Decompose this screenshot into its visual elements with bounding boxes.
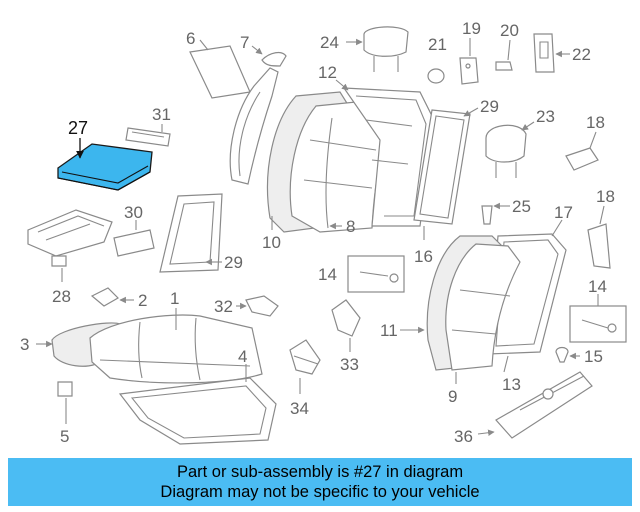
label-16: 16 [414,247,433,266]
label-26: 25 [512,197,531,216]
label-23: 22 [572,45,591,64]
part-29[interactable]: 29 [159,193,243,273]
label-15: 15 [584,347,603,366]
part-27-seat-heater-module[interactable]: 27 [57,118,153,191]
part-33[interactable]: 32 [214,295,279,317]
label-4: 4 [238,347,247,366]
part-4-seat-frame[interactable]: 4 [118,347,277,445]
banner-line-1: Part or sub-assembly is #27 in diagram [176,463,464,481]
label-17: 17 [554,203,573,222]
label-28: 28 [52,287,71,306]
part-34[interactable]: 33 [331,299,361,374]
part-21[interactable]: 20 [495,21,519,71]
part-15[interactable]: 15 [555,346,603,366]
label-5: 5 [60,427,69,446]
label-20: 19 [462,19,481,38]
banner-line-2: Diagram may not be specific to your vehi… [160,483,480,501]
part-20[interactable]: 19 [459,19,481,85]
label-9: 9 [448,387,457,406]
part-2[interactable]: 2 [90,287,147,310]
part-26[interactable]: 25 [481,197,531,225]
label-18: 18 [596,187,615,206]
part-25-headrest[interactable]: 24 [320,26,409,72]
part-trim-panel[interactable] [229,67,279,185]
label-6: 6 [186,29,195,48]
part-24-headrest[interactable]: 23 [485,107,555,178]
label-14-right: 14 [588,277,607,296]
label-7: 7 [240,33,249,52]
part-28[interactable]: 28 [27,209,113,306]
label-1: 1 [170,289,179,308]
part-5[interactable]: 5 [57,381,73,446]
label-19: 18 [586,113,605,132]
part-31[interactable]: 30 [113,203,155,257]
part-16[interactable]: 16 [414,226,433,266]
label-27: 27 [68,118,88,138]
part-12-backrest-frame-rear[interactable]: 12 [318,63,435,227]
label-3: 3 [20,335,29,354]
label-29: 29 [224,253,243,272]
part-30[interactable]: 29 [413,97,499,225]
label-36: 36 [454,427,473,446]
part-9-backrest[interactable]: 11 9 13 [380,235,521,406]
label-33: 32 [214,297,233,316]
part-19[interactable]: 18 [565,113,605,171]
label-32: 31 [152,105,171,124]
part-23[interactable]: 22 [533,33,591,73]
label-22: 21 [428,35,447,54]
part-14-left[interactable]: 14 [318,255,405,293]
label-11: 11 [380,321,398,340]
label-2: 2 [138,291,147,310]
label-8: 8 [346,217,355,236]
part-22[interactable]: 21 [427,35,447,84]
parts-diagram: 27 31 6 7 10 8 12 [20,19,627,446]
part-32[interactable]: 31 [125,105,171,147]
part-7[interactable]: 7 [240,33,287,67]
part-14-right[interactable]: 14 [569,277,627,343]
info-banner: Part or sub-assembly is #27 in diagram D… [8,458,632,506]
label-35: 34 [290,399,309,418]
label-25: 24 [320,33,339,52]
label-24: 23 [536,107,555,126]
part-18[interactable]: 18 [587,187,615,269]
label-12: 12 [318,63,337,82]
label-21: 20 [500,21,519,40]
label-13: 13 [502,375,521,394]
label-30: 29 [480,97,499,116]
part-35[interactable]: 34 [289,339,321,418]
label-10: 10 [262,233,281,252]
part-1-seat-cushion[interactable]: 1 3 [20,289,263,384]
label-34: 33 [340,355,359,374]
part-36[interactable]: 36 [454,371,593,446]
label-31: 30 [124,203,143,222]
label-14-left: 14 [318,265,337,284]
